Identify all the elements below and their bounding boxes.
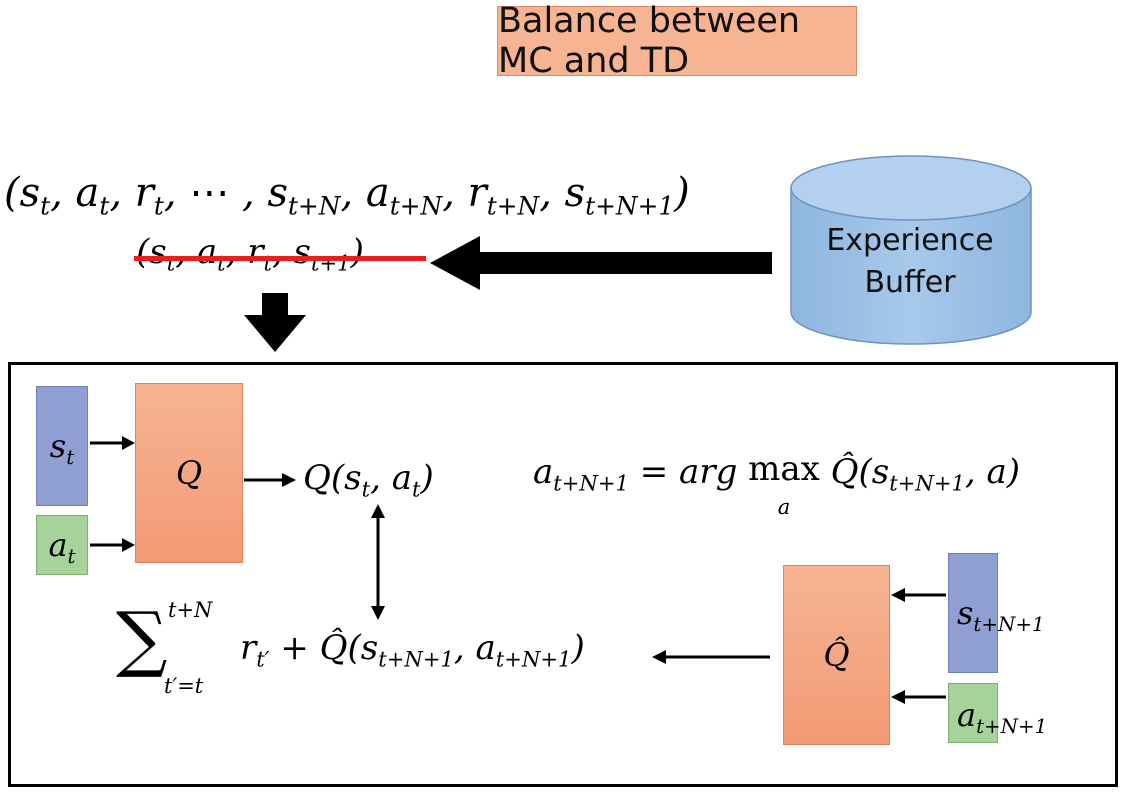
action-label: at xyxy=(48,526,76,568)
state-input-box: st xyxy=(36,386,88,506)
network-frame xyxy=(8,362,1118,787)
q-to-output-arrow xyxy=(244,473,296,487)
next-action-to-target-arrow xyxy=(891,690,946,704)
target-expression: ∑ t+N t′=t rt′ + Q̂(st+N+1, at+N+1) xyxy=(116,596,585,698)
q-output-expression: Q(st, at) xyxy=(303,458,434,502)
next-action-input-box xyxy=(948,683,998,743)
target-q-network-label: Q̂ xyxy=(823,636,850,674)
experience-buffer-cylinder xyxy=(790,155,1032,345)
next-action-label: at+N+1 xyxy=(957,696,1048,738)
target-q-network-box: Q̂ xyxy=(783,565,890,745)
state-to-q-arrow xyxy=(90,436,135,450)
q-network-box: Q xyxy=(135,383,243,563)
buffer-label-line1: Experience xyxy=(826,223,994,258)
summation: ∑ t+N t′=t xyxy=(116,596,213,698)
title-box: Balance between MC and TD xyxy=(497,1,857,81)
next-state-to-target-arrow xyxy=(891,588,946,602)
regression-double-arrow xyxy=(371,504,385,620)
experience-buffer-label: Experience Buffer xyxy=(796,220,1024,304)
state-label: st xyxy=(49,427,75,469)
title-text: Balance between MC and TD xyxy=(498,1,801,81)
tuple-to-network-arrow xyxy=(244,293,306,352)
target-network-to-expression-arrow xyxy=(652,650,770,664)
buffer-label-line2: Buffer xyxy=(864,265,956,300)
next-state-input-box xyxy=(948,553,998,673)
buffer-to-tuple-arrow xyxy=(430,236,772,290)
q-network-label: Q xyxy=(175,454,203,492)
action-input-box: at xyxy=(36,515,88,575)
strikethrough-line xyxy=(134,256,426,261)
action-to-q-arrow xyxy=(90,538,135,552)
next-state-label: st+N+1 xyxy=(957,594,1045,636)
n-step-tuple: (st, at, rt, ⋯ , st+N, at+N, rt+N, st+N+… xyxy=(4,170,690,221)
